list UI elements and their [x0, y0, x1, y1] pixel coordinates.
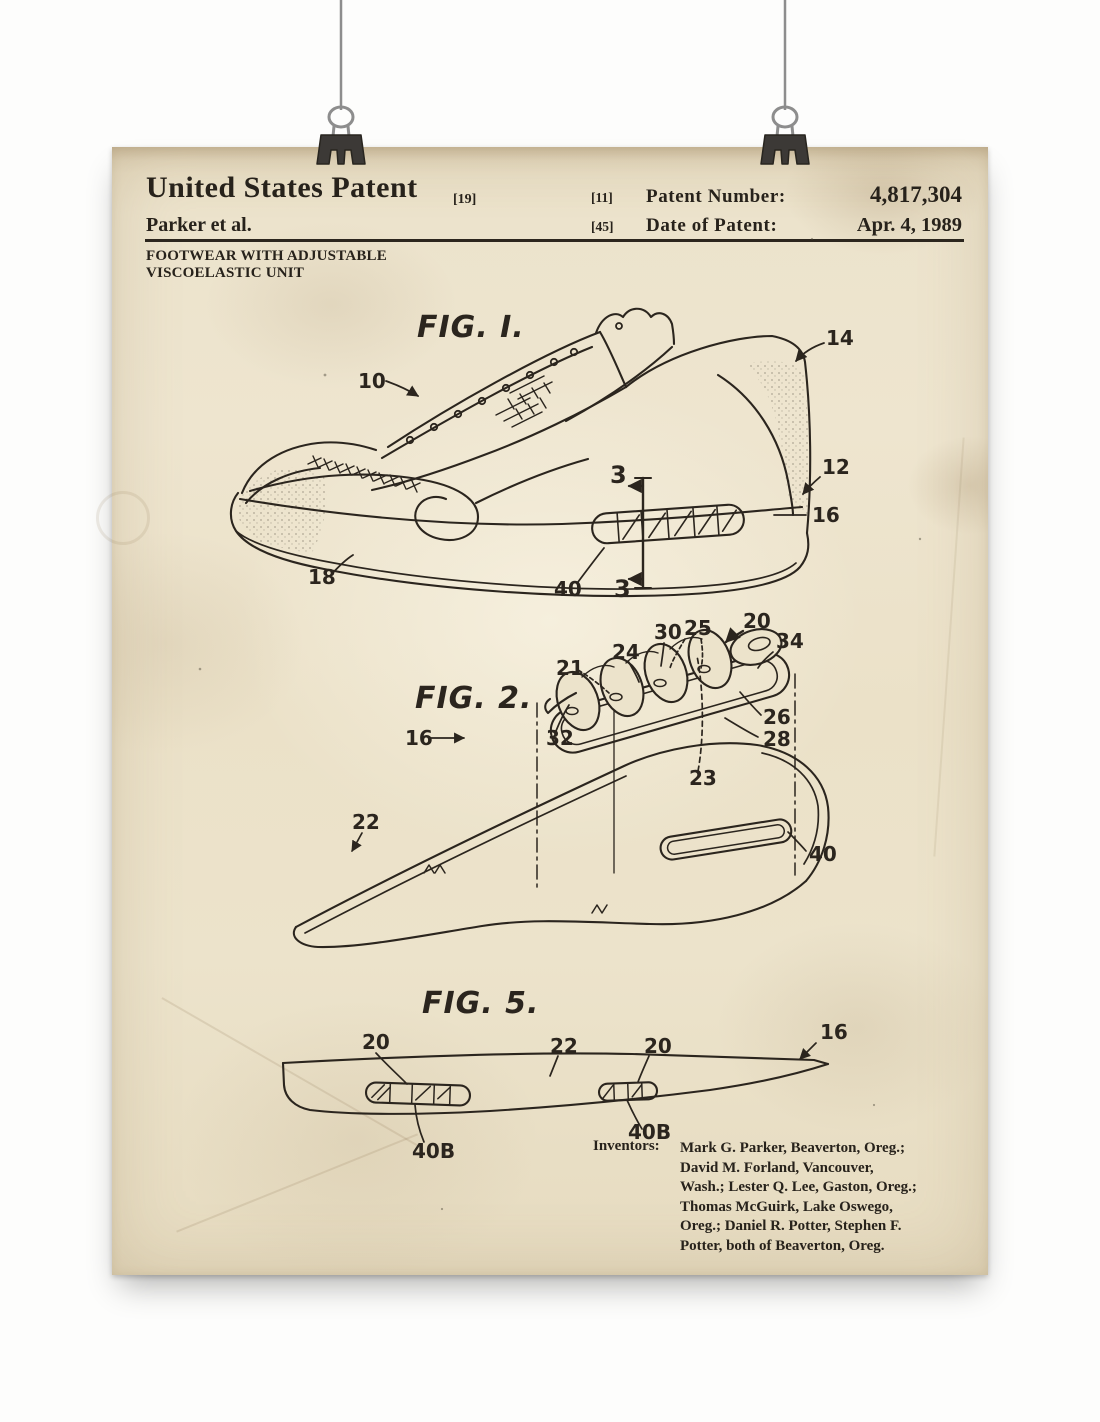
fig2-ref-28: 28 [763, 727, 791, 751]
fig1-sole-inner [235, 530, 797, 590]
fig2-ref-23: 23 [689, 766, 717, 790]
fig1-drawing [229, 307, 825, 598]
fig1-heel-stipple [748, 361, 809, 517]
fig1-lace-topline [386, 330, 602, 449]
fig2-drawing [292, 627, 830, 949]
fig1-toe-cap [240, 441, 378, 495]
fig5-leaders [375, 1042, 817, 1143]
fig5-sole-bottom [281, 1061, 830, 1115]
fig5-airbag-left [364, 1081, 472, 1107]
fig1-toe-hatch [307, 455, 421, 493]
fig5-sole-top [281, 1052, 830, 1066]
fig2-ref-30: 30 [654, 620, 682, 644]
patent-date-label: Date of Patent: [646, 215, 778, 236]
inventors-line: Potter, both of Beaverton, Oreg. [680, 1237, 885, 1254]
kind-code-19: [19] [453, 192, 477, 207]
patent-byline: Parker et al. [146, 214, 252, 236]
fig1-tongue [594, 307, 676, 346]
clip-handle-loop [771, 105, 799, 129]
clip-body [316, 134, 366, 165]
inventors-lines: Mark G. Parker, Beaverton, Oreg.; David … [680, 1139, 917, 1256]
clip-body [760, 134, 810, 165]
fig2-ref-40: 40 [809, 842, 837, 866]
fig1-vamp-line [564, 345, 674, 423]
inventors-line: Thomas McGuirk, Lake Oswego, [680, 1198, 893, 1215]
fig2-ref-34: 34 [776, 629, 804, 653]
fig2-label: FIG. 2. [415, 681, 532, 716]
clip-handle-loop [327, 105, 355, 129]
fig5-drawing [281, 1042, 830, 1143]
right-hanger [757, 0, 813, 177]
fig1-ref-10: 10 [358, 369, 386, 393]
fig1-ref-18: 18 [308, 565, 336, 589]
fig5-airbag-right [597, 1081, 659, 1102]
binder-clip-right-icon [760, 0, 810, 165]
inventors-line: Mark G. Parker, Beaverton, Oreg.; [680, 1140, 905, 1156]
fig1-ref-16: 16 [812, 503, 840, 527]
left-hanger [313, 0, 369, 177]
fig1-ref-12: 12 [822, 455, 850, 479]
fig1-toe-inner [244, 466, 322, 505]
fig2-midsole-wedge [292, 742, 830, 949]
fig1-label: FIG. I. [417, 310, 525, 345]
fig2-heel-slot [659, 818, 793, 861]
fig1-vamp-hatch [495, 375, 553, 428]
fig1-ref-3-top: 3 [610, 461, 627, 489]
inventors-line: Wash.; Lester Q. Lee, Gaston, Oreg.; [680, 1179, 917, 1195]
patent-date-value: Apr. 4, 1989 [856, 214, 962, 236]
patent-poster: United States Patent [19] Parker et al. … [96, 147, 988, 1275]
fig1-collar-dip [598, 330, 628, 389]
paper-ring-stain [96, 491, 150, 545]
fig2-ref-21: 21 [556, 656, 584, 680]
fig5-ref-20-right: 20 [644, 1034, 672, 1058]
fig5-label: FIG. 5. [422, 986, 539, 1021]
fig2-ref-32: 32 [546, 726, 574, 750]
paper-specks [198, 237, 922, 1211]
binder-clip-left-icon [316, 0, 366, 165]
fig5-ref-20-left: 20 [362, 1030, 390, 1054]
fig1-heel-topline [624, 334, 812, 535]
field-code-45: [45] [591, 219, 614, 234]
fig1-section-line [627, 476, 653, 590]
patent-title: United States Patent [146, 171, 418, 204]
fig1-heel-counter [716, 373, 795, 517]
inventors-line: David M. Forland, Vancouver, [680, 1159, 874, 1176]
patent-number-label: Patent Number: [646, 186, 786, 207]
field-code-11: [11] [591, 190, 613, 205]
fig5-ref-22: 22 [550, 1034, 578, 1058]
fig1-mustache-panel [248, 473, 480, 541]
invention-title-line2: VISCOELASTIC UNIT [146, 265, 305, 281]
inventors-label: Inventors: [593, 1138, 660, 1154]
fig2-section-lines [536, 673, 796, 890]
fig5-ref-40b-left: 40B [412, 1139, 455, 1163]
fig2-ref-16: 16 [405, 726, 433, 750]
fig2-bladder-lobes [544, 628, 783, 732]
invention-title: FOOTWEAR WITH ADJUSTABLE VISCOELASTIC UN… [146, 248, 387, 282]
inventors-block: Inventors: Mark G. Parker, Beaverton, Or… [593, 1139, 917, 1256]
fig1-ref-3-bottom: 3 [614, 575, 631, 603]
fig2-ref-20: 20 [743, 609, 771, 633]
fig2-ref-24: 24 [612, 640, 640, 664]
fig1-mustache-tail [474, 457, 590, 505]
inventors-line: Oreg.; Daniel R. Potter, Stephen F. [680, 1218, 902, 1234]
fig2-ref-26: 26 [763, 705, 791, 729]
fig2-ref-22: 22 [352, 810, 380, 834]
invention-title-line1: FOOTWEAR WITH ADJUSTABLE [146, 248, 387, 264]
fig1-air-window [591, 503, 745, 545]
fig1-quarter-line [370, 385, 628, 492]
patent-number-value: 4,817,304 [870, 182, 962, 207]
fig1-ref-40: 40 [554, 577, 582, 601]
fig2-leaders [351, 627, 807, 852]
patent-drawings: FIG. I. 10 14 12 16 18 40 3 3 [198, 237, 922, 1211]
fig1-ref-14: 14 [826, 326, 854, 350]
header-divider [145, 239, 964, 242]
fig5-ref-40b-right: 40B [628, 1120, 671, 1144]
fig2-ref-25: 25 [684, 616, 712, 640]
fig1-eyelets [405, 322, 623, 445]
fig5-ref-16: 16 [820, 1020, 848, 1044]
fig1-leaders [329, 342, 825, 583]
